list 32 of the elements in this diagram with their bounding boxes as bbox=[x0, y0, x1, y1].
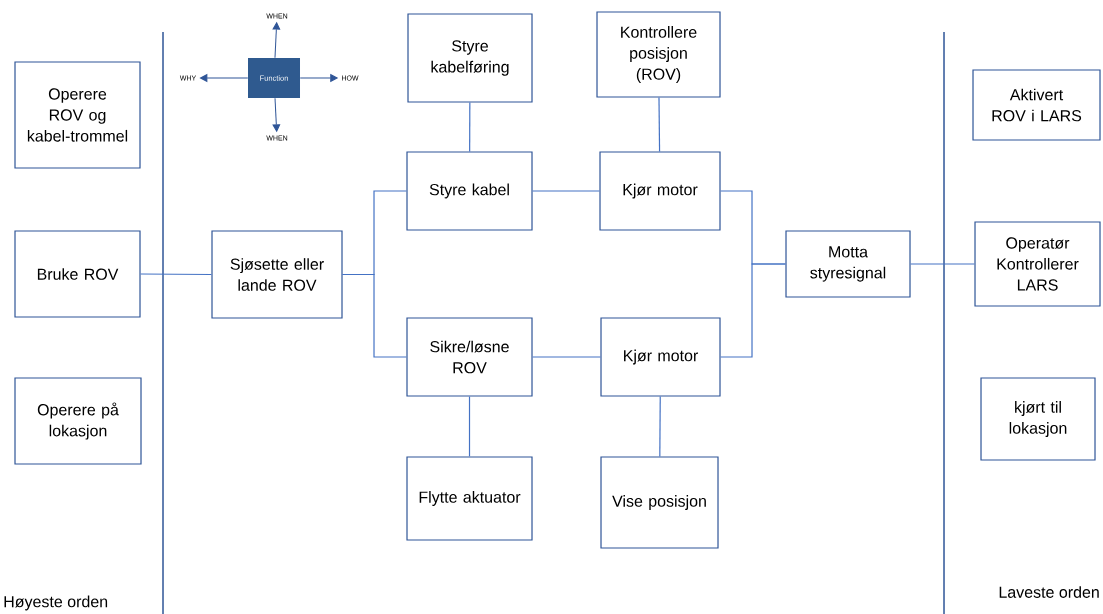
connector-line bbox=[659, 396, 661, 457]
arrow bbox=[299, 74, 338, 82]
function-box: Vise posisjon bbox=[600, 456, 719, 549]
function-box: Sikre/løsne ROV bbox=[406, 317, 533, 397]
function-box: Kjør motor bbox=[600, 317, 721, 397]
function-box: Styre kabelføring bbox=[407, 13, 533, 103]
function-box: Sjøsette eller lande ROV bbox=[211, 230, 343, 319]
function-box: Kontrollere posisjon (ROV) bbox=[596, 11, 721, 98]
function-box: Styre kabel bbox=[406, 151, 533, 231]
function-box: Motta styresignal bbox=[785, 230, 911, 298]
connector-line bbox=[910, 263, 975, 265]
connector-line bbox=[469, 102, 471, 152]
arrow bbox=[272, 22, 281, 59]
function-box: Operatør Kontrollerer LARS bbox=[974, 221, 1101, 307]
function-box: Bruke ROV bbox=[14, 230, 141, 318]
connector-line bbox=[342, 273, 407, 358]
connector-line bbox=[468, 396, 471, 457]
arrow bbox=[272, 97, 281, 132]
arrow bbox=[200, 74, 249, 82]
level-label: Laveste orden bbox=[999, 586, 1099, 598]
connector-line bbox=[658, 97, 661, 152]
connector-line bbox=[720, 263, 786, 358]
connector-line bbox=[532, 190, 600, 192]
function-box: Operere ROV og kabel-trommel bbox=[14, 61, 141, 169]
connector-line bbox=[532, 356, 601, 358]
function-box: kjørt til lokasjon bbox=[980, 377, 1096, 461]
level-label: Høyeste orden bbox=[4, 595, 108, 611]
function-box: Flytte aktuator bbox=[406, 456, 533, 541]
function-box: Operere på lokasjon bbox=[14, 377, 142, 465]
function-box: Kjør motor bbox=[599, 151, 721, 231]
connector-line bbox=[140, 273, 212, 276]
function-box: Aktivert ROV i LARS bbox=[972, 69, 1101, 141]
